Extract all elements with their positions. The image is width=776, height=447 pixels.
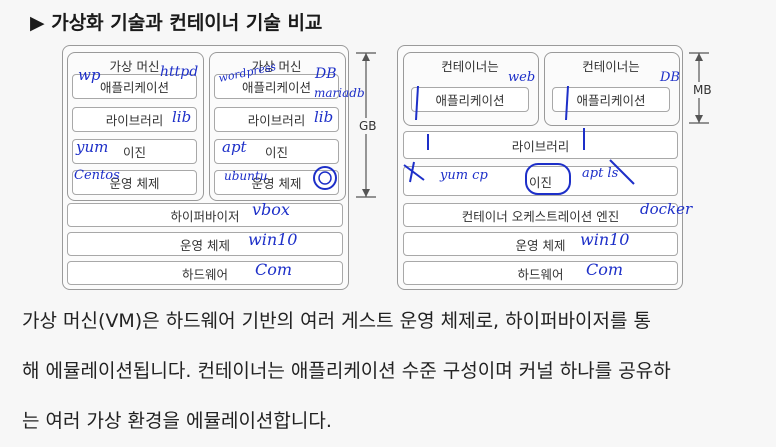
annot-wp: wp xyxy=(78,66,101,84)
vm1-os-label: 운영 체제 xyxy=(109,176,160,191)
section-title: ▶ 가상화 기술과 컨테이너 기술 비교 xyxy=(30,12,323,34)
annot-ink-strokes xyxy=(403,128,635,195)
annot-lib-1: lib xyxy=(172,108,192,126)
vm2-lib-box: 라이브러리 xyxy=(214,107,339,132)
vm1-lib-box: 라이브러리 xyxy=(72,107,197,132)
annot-com-2: Com xyxy=(586,260,624,279)
vm1-app-label: 애플리케이션 xyxy=(99,80,169,95)
ct-bin-label: 이진 xyxy=(528,174,552,190)
vm1-bin-label: 이진 xyxy=(122,145,146,160)
vm1-bin-box: 이진 xyxy=(72,139,197,164)
ct1-header: 컨테이너는 xyxy=(441,59,499,74)
annot-win10: win10 xyxy=(248,230,298,249)
paragraph-line-3: 는 여러 가상 환경을 에뮬레이션합니다. xyxy=(22,410,332,432)
vm1-os-box: 운영 체제 xyxy=(72,170,197,195)
annot-web: web xyxy=(508,70,536,85)
ct-hardware-label: 하드웨어 xyxy=(517,266,564,282)
ct-lib-label: 라이브러리 xyxy=(511,138,570,154)
vm2-bin-label: 이진 xyxy=(264,145,288,160)
ct-lib-box: 라이브러리 xyxy=(403,131,678,159)
vm2-os-box: 운영 체제 xyxy=(214,170,339,195)
gb-label: GB xyxy=(357,118,379,134)
annot-docker: docker xyxy=(640,200,693,218)
ct-os-box: 운영 체제 xyxy=(403,232,678,256)
annot-com: Com xyxy=(255,260,293,279)
vm2-lib-label: 라이브러리 xyxy=(247,113,306,128)
annot-app-marks xyxy=(415,85,569,121)
annot-mariadb: mariadb xyxy=(314,86,365,100)
annot-vbox: vbox xyxy=(252,200,290,219)
ct-engine-box: 컨테이너 오케스트레이션 엔진 xyxy=(403,203,678,227)
mb-label: MB xyxy=(691,82,714,98)
ct-os-label: 운영 체제 xyxy=(515,237,566,253)
paragraph-line-1: 가상 머신(VM)은 하드웨어 기반의 여러 게스트 운영 체제로, 하이퍼바이… xyxy=(22,310,652,332)
vm2-os-label: 운영 체제 xyxy=(251,176,302,191)
annot-db-2: DB xyxy=(660,70,680,85)
ct1-app-label: 애플리케이션 xyxy=(435,93,505,108)
annot-ubuntu: ubuntu xyxy=(224,169,268,183)
vm2-app-label: 애플리케이션 xyxy=(241,80,311,95)
annot-apt: apt xyxy=(222,138,247,156)
vm-host-os-label: 운영 체제 xyxy=(180,237,230,253)
annot-cmd-yum: yum cp xyxy=(440,168,488,183)
vm1-app-box: 애플리케이션 xyxy=(72,74,197,99)
vm1-header: 가상 머신 xyxy=(109,59,160,74)
vm-hardware-box: 하드웨어 xyxy=(67,261,343,285)
vm2-bin-box: 이진 xyxy=(214,139,339,164)
vm-hypervisor-box: 하이퍼바이저 xyxy=(67,203,343,227)
annot-httpd: httpd xyxy=(160,64,199,80)
ct-engine-label: 컨테이너 오케스트레이션 엔진 xyxy=(461,208,620,224)
annot-db: DB xyxy=(315,66,337,82)
ct2-header: 컨테이너는 xyxy=(582,59,640,74)
annot-win10-2: win10 xyxy=(580,230,630,249)
annot-centos: Centos xyxy=(74,168,120,183)
annot-yum: yum xyxy=(76,138,109,156)
ct1-app-box: 애플리케이션 xyxy=(411,87,529,112)
annot-circle-vm xyxy=(313,166,337,190)
vm-hardware-label: 하드웨어 xyxy=(181,266,228,282)
ct2-app-label: 애플리케이션 xyxy=(576,93,646,108)
paragraph-line-2: 해 에뮬레이션됩니다. 컨테이너는 애플리케이션 수준 구성이며 커널 하나를 … xyxy=(22,360,671,382)
vm-hypervisor-label: 하이퍼바이저 xyxy=(170,208,240,224)
vm-host-os-box: 운영 체제 xyxy=(67,232,343,256)
ct2-app-box: 애플리케이션 xyxy=(552,87,670,112)
vm2-app-box: 애플리케이션 xyxy=(214,74,339,99)
vm2-header: 가상 머신 xyxy=(251,59,302,74)
ct-hardware-box: 하드웨어 xyxy=(403,261,678,285)
annot-lib-2: lib xyxy=(314,108,334,126)
annot-cmd-apt: apt ls xyxy=(582,166,619,181)
vm1-lib-label: 라이브러리 xyxy=(105,113,164,128)
